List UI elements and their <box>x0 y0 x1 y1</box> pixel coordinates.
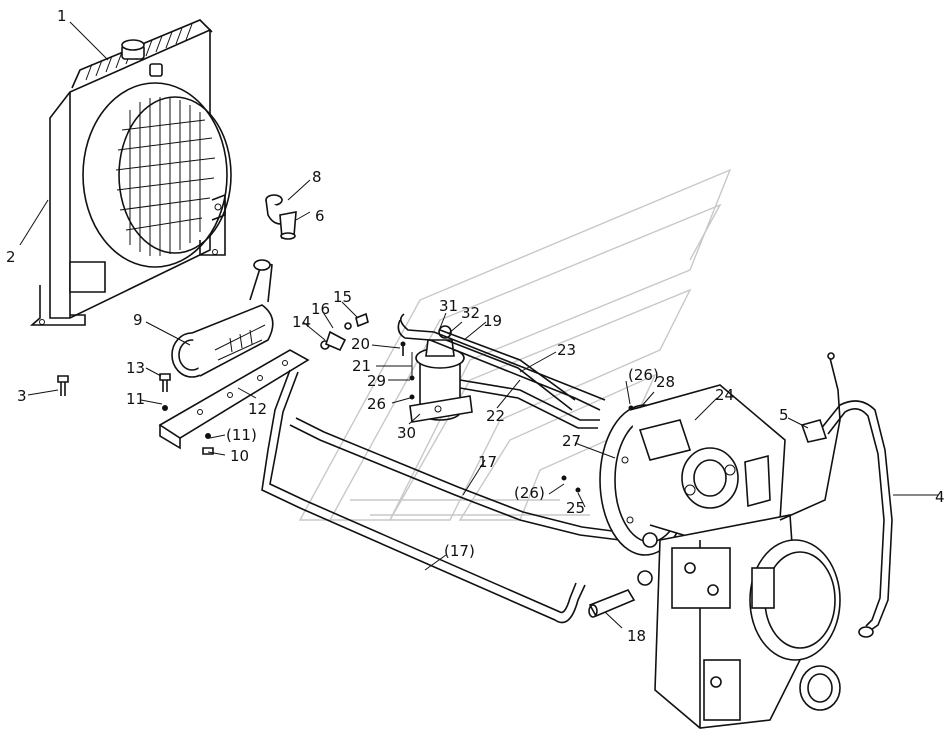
callout-29: 29 <box>367 372 386 390</box>
elbow-hose-8-6 <box>265 194 297 240</box>
callout-10: 10 <box>230 447 249 465</box>
return-line-4 <box>779 357 893 638</box>
callout-28: 28 <box>656 373 675 391</box>
radiator-assembly <box>29 19 232 326</box>
callout-9: 9 <box>133 311 143 329</box>
callout-17: 17 <box>478 453 497 471</box>
callout-5: 5 <box>779 406 789 424</box>
callout-18: 18 <box>627 627 646 645</box>
callout-12: 12 <box>248 400 267 418</box>
callout-16: 16 <box>311 300 330 318</box>
bracket-12 <box>158 349 310 450</box>
callout-27: 27 <box>562 432 581 450</box>
callout-13: 13 <box>126 359 145 377</box>
callout-24: 24 <box>715 386 734 404</box>
callout-labels: 1 2 3 4 5 6 8 9 10 11 (11) 12 13 14 15 1… <box>6 7 945 645</box>
callout-11-ref: (11) <box>226 426 257 444</box>
callout-26-ref-upper: (26) <box>628 366 659 384</box>
sensor-connector-5 <box>800 352 835 443</box>
callout-8: 8 <box>312 168 322 186</box>
transmission-housing-24 <box>599 384 841 729</box>
callout-11: 11 <box>126 390 145 408</box>
callout-21: 21 <box>352 357 371 375</box>
callout-20: 20 <box>351 335 370 353</box>
callout-26: 26 <box>367 395 386 413</box>
radiator-fan-guard <box>115 97 216 256</box>
callout-19: 19 <box>483 312 502 330</box>
callout-23: 23 <box>557 341 576 359</box>
bolt-3 <box>57 375 69 396</box>
callout-22: 22 <box>486 407 505 425</box>
filter-housing-30 <box>409 325 473 423</box>
pipe-9 <box>171 259 274 378</box>
hardware-bits <box>159 312 634 493</box>
callout-31: 31 <box>439 297 458 315</box>
callout-17-ref: (17) <box>444 542 475 560</box>
callout-15: 15 <box>333 288 352 306</box>
callout-4: 4 <box>935 488 945 506</box>
callout-2: 2 <box>6 248 16 266</box>
callout-3: 3 <box>17 387 27 405</box>
callout-14: 14 <box>292 313 311 331</box>
hose-18 <box>588 589 636 618</box>
callout-6: 6 <box>315 207 325 225</box>
callout-32: 32 <box>461 304 480 322</box>
callout-1: 1 <box>57 7 67 25</box>
watermark-logo <box>298 168 732 521</box>
callout-25: 25 <box>566 499 585 517</box>
callout-26-ref-lower: (26) <box>514 484 545 502</box>
leader-lines <box>19 21 938 629</box>
callout-30: 30 <box>397 424 416 442</box>
